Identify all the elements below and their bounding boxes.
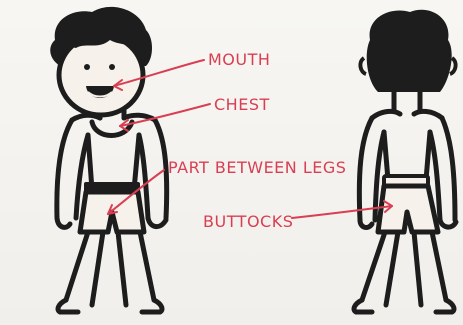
front-head [50,7,152,115]
chest-label: CHEST [214,97,270,113]
back-head [360,10,455,112]
annotation-arrows [108,60,392,218]
buttocks-label: BUTTOCKS [203,214,293,230]
mouth-label: MOUTH [208,52,270,68]
between-legs-label: PART BETWEEN LEGS [168,160,346,176]
